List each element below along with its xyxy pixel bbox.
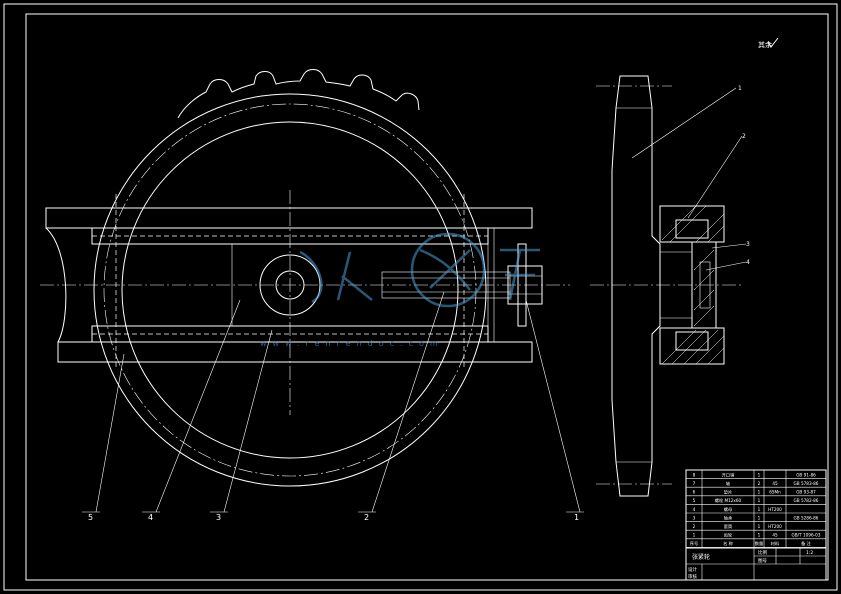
table-cell-qty: 1 [758,498,761,503]
scale-value: 1:2 [806,550,813,556]
table-cell-std: GB 5782-86 [794,498,819,503]
side-profile [611,75,661,497]
sleeve-section [691,241,717,329]
watermark-logo: www.renrendoc.com [260,232,540,348]
balloon-5: 5 [88,513,93,522]
table-cell-std: GB 5783-86 [794,481,819,486]
balloon-1: 1 [574,513,579,522]
table-cell-name: 轴承 [724,514,733,521]
table-cell-no: 8 [693,472,696,477]
table-cell-material: HT200 [768,507,782,512]
bearing-top [675,219,709,239]
table-cell-material: 45 [772,481,778,486]
table-cell-name: 螺栓 M12x60 [715,497,742,504]
title-block [685,469,827,581]
sprocket-outer-profile [177,69,420,119]
table-header-cell: 序号 [690,540,698,547]
table-header-cell: 数量 [755,540,763,547]
table-cell-std: GB 5286-86 [794,515,819,520]
title-area: 张紧轮 比例 1:2 图号 设计 审核 [686,547,826,580]
scale-label: 比例 [758,549,767,556]
design-label: 设计 [688,566,697,573]
table-cell-qty: 2 [758,481,761,486]
table-cell-name: 轴 [726,480,730,487]
outer-frame [3,3,838,591]
bearing-bottom [675,331,709,351]
table-cell-name: 螺母 [724,506,732,513]
table-cell-qty: 1 [758,472,761,477]
side-balloon-2: 2 [742,133,746,140]
table-cell-name: 开口销 [722,471,735,478]
table-cell-qty: 1 [758,490,761,495]
table-cell-qty: 1 [758,515,761,520]
sprocket-inner-circle [121,121,459,459]
table-cell-std: GB 93-87 [796,490,816,495]
table-cell-no: 1 [693,533,696,538]
table-cell-qty: 1 [758,533,761,538]
side-balloon-1: 1 [738,85,742,92]
table-cell-material: 65Mn [769,490,781,495]
section-hatch [661,205,725,365]
watermark-url: www.renrendoc.com [260,339,444,348]
table-cell-material: HT200 [768,524,782,529]
table-header-cell: 材料 [771,540,780,547]
table-cell-name: 套筒 [724,523,732,530]
surface-finish-note: 其余 [758,40,772,49]
table-cell-std: GB/T 1096-03 [792,533,821,538]
inner-frame [25,13,829,581]
table-cell-no: 5 [693,498,696,503]
table-cell-no: 2 [693,524,696,529]
side-balloon-3: 3 [746,241,750,248]
table-cell-qty: 1 [758,524,761,529]
table-cell-no: 4 [693,507,696,512]
sprocket-side-view [590,75,747,497]
sheet-label: 图号 [758,558,767,564]
balloon-3: 3 [216,513,221,522]
table-cell-no: 3 [693,515,696,520]
balloon-4: 4 [148,513,153,522]
balloon-2: 2 [364,513,369,522]
roughness-symbol [767,37,779,48]
side-balloon-4: 4 [746,259,750,266]
table-header-cell: 备 注 [801,540,812,547]
sprocket-front-view [40,69,584,513]
table-cell-name: 垫片 [724,489,732,496]
table-cell-std: GB 91-86 [796,472,816,477]
tension-arm [45,207,533,229]
table-cell-name: 齿轮 [724,532,733,539]
sprocket-pitch-circle [103,103,477,477]
table-cell-material: 45 [772,533,778,538]
drawing-title: 张紧轮 [692,553,710,561]
check-label: 审核 [688,573,697,580]
table-cell-no: 7 [693,481,696,486]
sprocket-root-circle [93,93,487,487]
table-header-cell: 名 称 [723,540,733,547]
table-cell-qty: 1 [758,507,761,512]
table-cell-no: 6 [693,490,696,495]
